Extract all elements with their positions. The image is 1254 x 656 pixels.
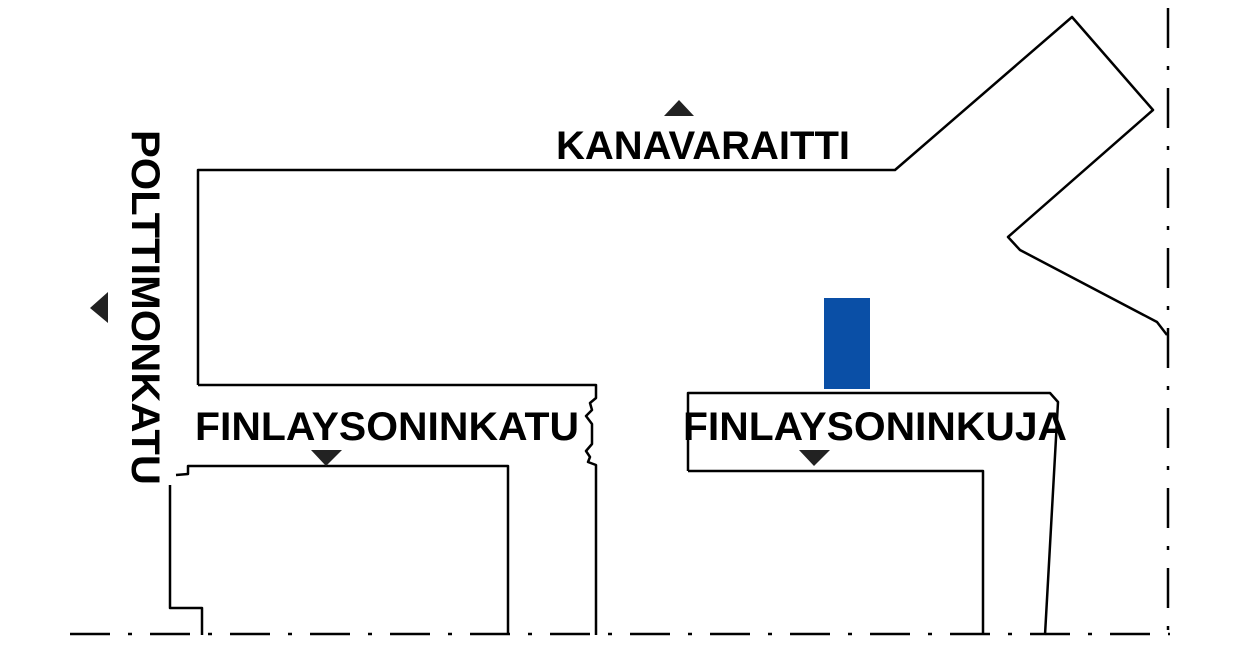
arrow-down-icon: [311, 450, 342, 466]
main-building-outline: [196, 15, 1168, 635]
right-block-outline: [686, 391, 1060, 636]
location-marker[interactable]: [824, 298, 870, 389]
street-label-kanavaraitti: KANAVARAITTI: [556, 124, 850, 168]
arrow-left-icon: [90, 292, 108, 323]
street-label-finlaysoninkuja: FINLAYSONINKUJA: [683, 405, 1067, 449]
arrow-up-icon: [664, 100, 694, 116]
street-label-polttimonkatu: POLTTIMONKATU: [123, 130, 167, 485]
arrow-down-icon: [799, 450, 830, 466]
lower-left-block-outline: [168, 464, 510, 635]
street-label-finlaysoninkatu: FINLAYSONINKATU: [195, 405, 579, 449]
